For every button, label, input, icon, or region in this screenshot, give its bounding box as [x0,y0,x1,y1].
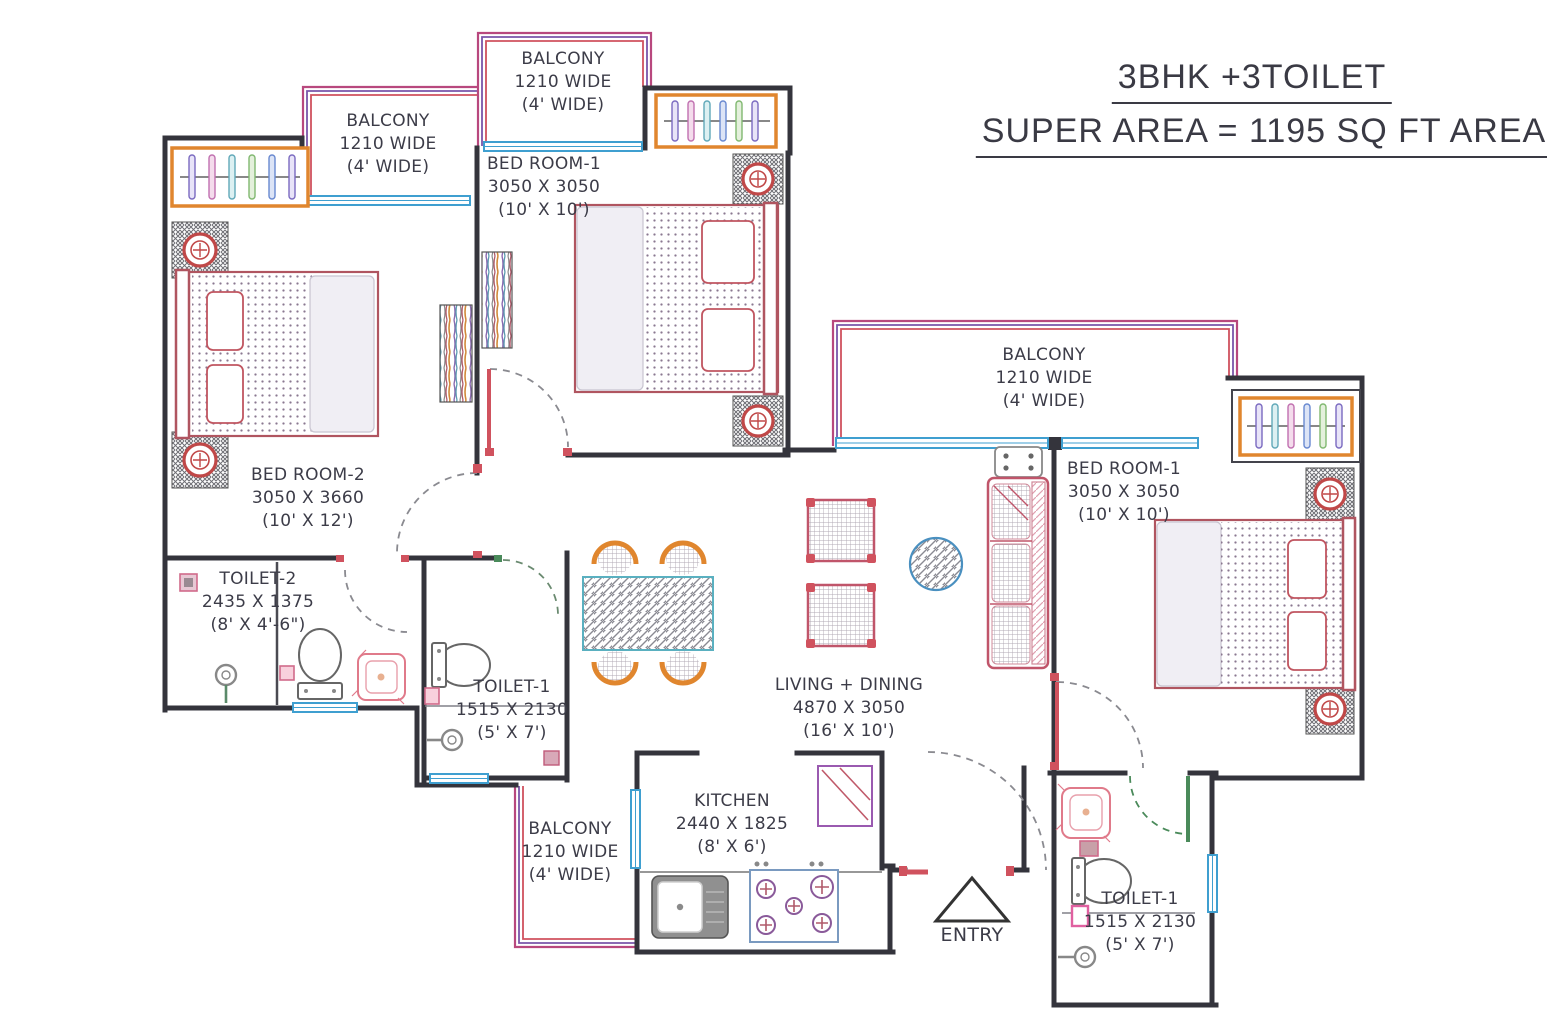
plan-title: 3BHK +3TOILET [1111,58,1393,104]
label-balcony-top-left: BALCONY 1210 WIDE (4' WIDE) [339,111,437,177]
label-bedroom1-top: BED ROOM-1 3050 X 3050 (10' X 10') [486,154,602,220]
door-post-accents [336,448,1059,876]
plan-subtitle: SUPER AREA = 1195 SQ FT AREA [975,112,1547,158]
wardrobe-bedroom1-right [1231,389,1361,463]
bed-bedroom2 [171,221,380,489]
balcony-railing-bottom [513,786,639,949]
side-table [994,446,1043,478]
label-toilet1-right: TOILET-1 1515 X 2130 (5' X 7') [1083,889,1197,955]
bed-bedroom1-right [1153,467,1357,735]
walls [162,85,1365,1008]
label-balcony-bottom: BALCONY 1210 WIDE (4' WIDE) [521,819,619,885]
plan-subtitle-line1: SUPER AREA = 1195 SQ FT AREA [975,112,1547,158]
plan-title-line1: 3BHK +3TOILET [1111,58,1393,104]
balcony-railing-right [831,319,1239,446]
label-living-dining: LIVING + DINING 4870 X 3050 (16' X 10') [774,675,924,741]
label-toilet1-mid: TOILET-1 1515 X 2130 (5' X 7') [455,677,569,743]
kitchen-fridge [817,765,873,827]
wardrobe-bedroom2 [170,146,310,208]
dining-set [582,540,714,686]
label-entry: ENTRY [940,924,1004,946]
label-bedroom2: BED ROOM-2 3050 X 3660 (10' X 12') [250,465,366,531]
kitchen-hob [749,861,839,943]
toilet1-right-basin [1055,783,1111,843]
center-table [908,536,964,592]
wardrobe-bedroom1-top [654,93,778,149]
balcony-railing-top-mid [476,31,653,146]
dresser-units [439,251,513,403]
toilet1-mid-fixtures [424,642,560,766]
toilet1-right-fixtures [1055,783,1132,969]
label-balcony-top-mid: BALCONY 1210 WIDE (4' WIDE) [514,49,612,115]
bed-bedroom1-top [573,153,784,447]
armchairs [806,498,876,648]
label-kitchen: KITCHEN 2440 X 1825 (8' X 6') [675,791,789,857]
toilet2-fixtures [179,573,406,705]
doors [336,368,1190,876]
toilet2-basin [351,649,406,705]
label-toilet2: TOILET-2 2435 X 1375 (8' X 4'-6") [201,569,315,635]
label-balcony-right: BALCONY 1210 WIDE (4' WIDE) [995,345,1093,411]
kitchen-sink [651,875,729,939]
sofa [986,476,1050,670]
entry-arrow [932,875,1012,923]
label-bedroom1-right: BED ROOM-1 3050 X 3050 (10' X 10') [1066,459,1182,525]
